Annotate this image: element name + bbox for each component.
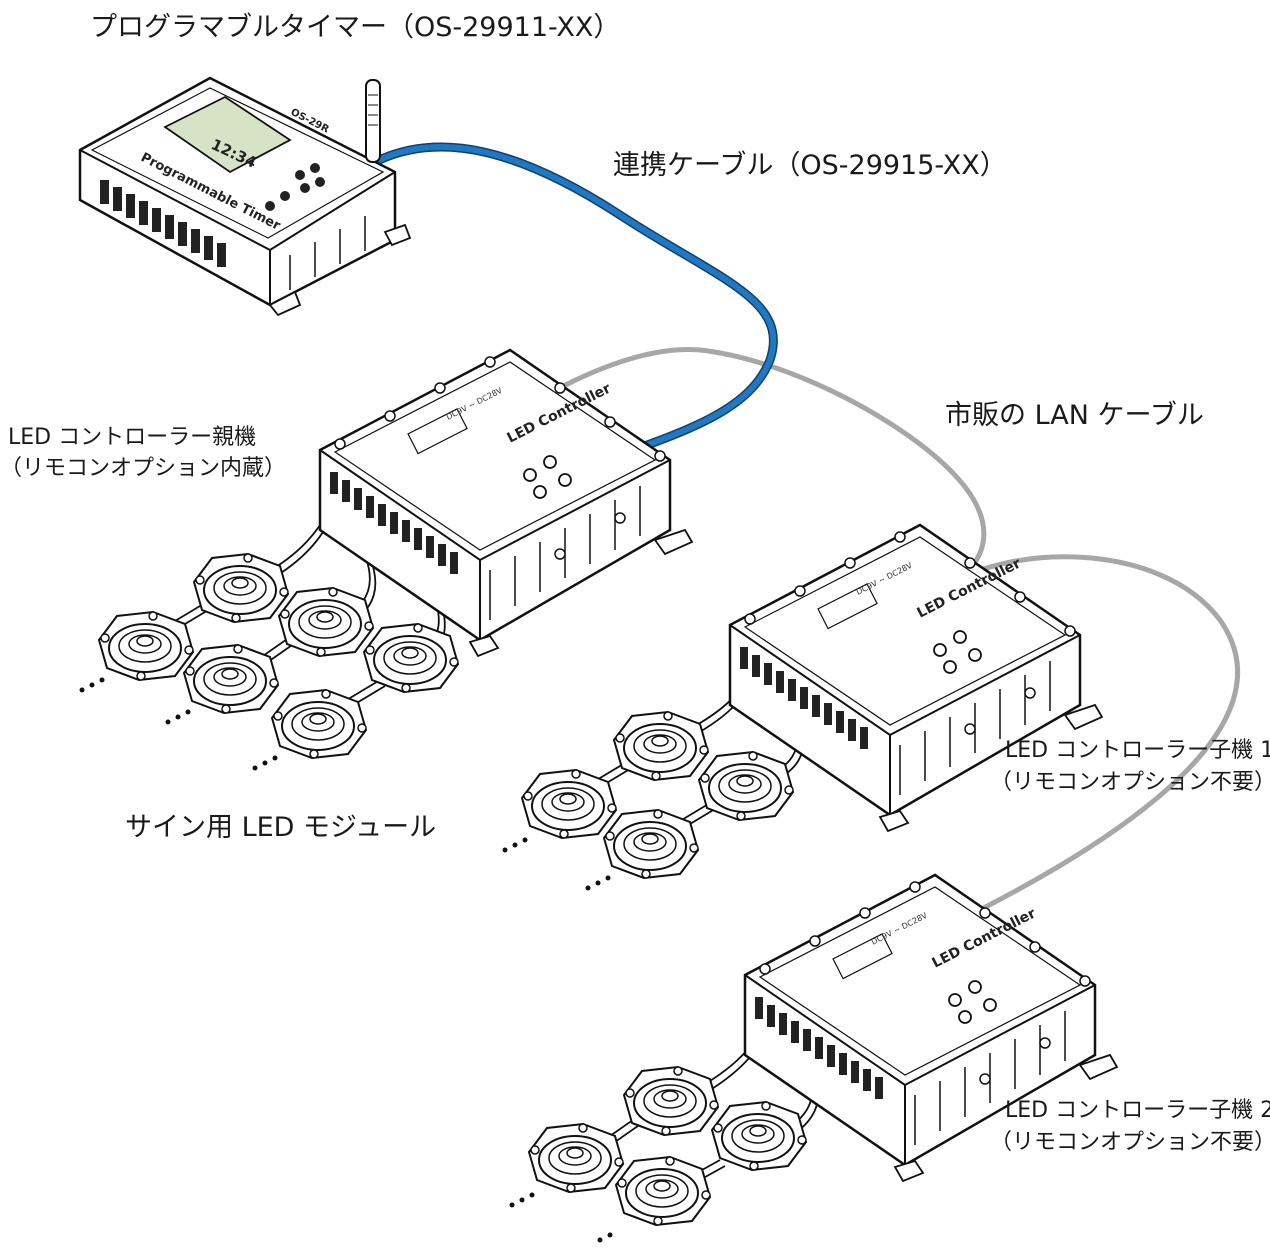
programmable-timer: 12:34 Programmable Timer OS-29R <box>78 76 412 317</box>
link-cable-label: 連携ケーブル（OS-29915-XX） <box>613 150 1007 181</box>
link-cable <box>370 142 778 467</box>
lan-cable-label: 市販の LAN ケーブル <box>945 400 1204 431</box>
sub1-label-line2: （リモコンオプション不要） <box>990 770 1270 795</box>
led-modules-sub2 <box>528 1066 807 1226</box>
led-controller-master: LED Controller DC9V ~ DC28V <box>318 348 694 658</box>
led-controller-sub2: LED Controller DC9V ~ DC28V <box>743 873 1119 1183</box>
led-modules-sub1 <box>521 711 794 879</box>
led-controller-sub1: LED Controller DC9V ~ DC28V <box>728 523 1104 833</box>
timer-buttons <box>265 163 325 211</box>
continuation-dots <box>79 677 613 1243</box>
timer-label: プログラマブルタイマー（OS-29911-XX） <box>90 12 621 43</box>
module-label: サイン用 LED モジュール <box>125 812 437 843</box>
sub1-label-line1: LED コントローラー子機 1 <box>1005 738 1270 763</box>
sub2-label-line1: LED コントローラー子機 2 <box>1005 1098 1270 1123</box>
timer-antenna <box>365 79 381 163</box>
sub2-label-line2: （リモコンオプション不要） <box>990 1130 1270 1155</box>
master-label-line1: LED コントローラー親機 <box>8 425 257 450</box>
lan-cables <box>517 347 1241 923</box>
master-label-line2: （リモコンオプション内蔵） <box>0 456 287 481</box>
